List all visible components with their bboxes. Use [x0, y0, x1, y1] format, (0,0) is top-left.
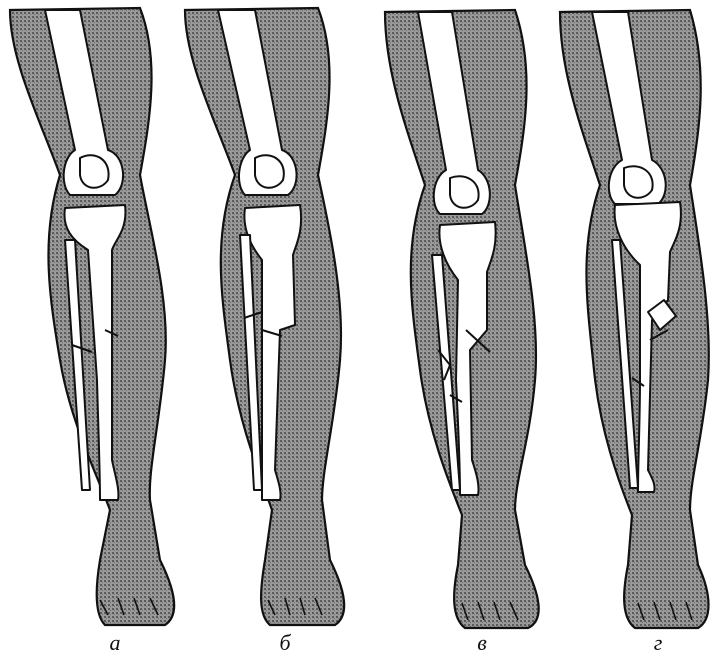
- leg-panel-v: [385, 10, 539, 628]
- panel-label-b: б: [265, 630, 305, 656]
- panel-label-g: г: [638, 630, 678, 656]
- leg-panel-b: [185, 8, 344, 625]
- patella: [80, 155, 109, 188]
- patella: [255, 155, 284, 188]
- leg-panel-g: [560, 10, 709, 628]
- panel-label-a: a: [95, 630, 135, 656]
- leg-panel-a: [10, 8, 174, 625]
- panel-label-v: в: [462, 630, 502, 656]
